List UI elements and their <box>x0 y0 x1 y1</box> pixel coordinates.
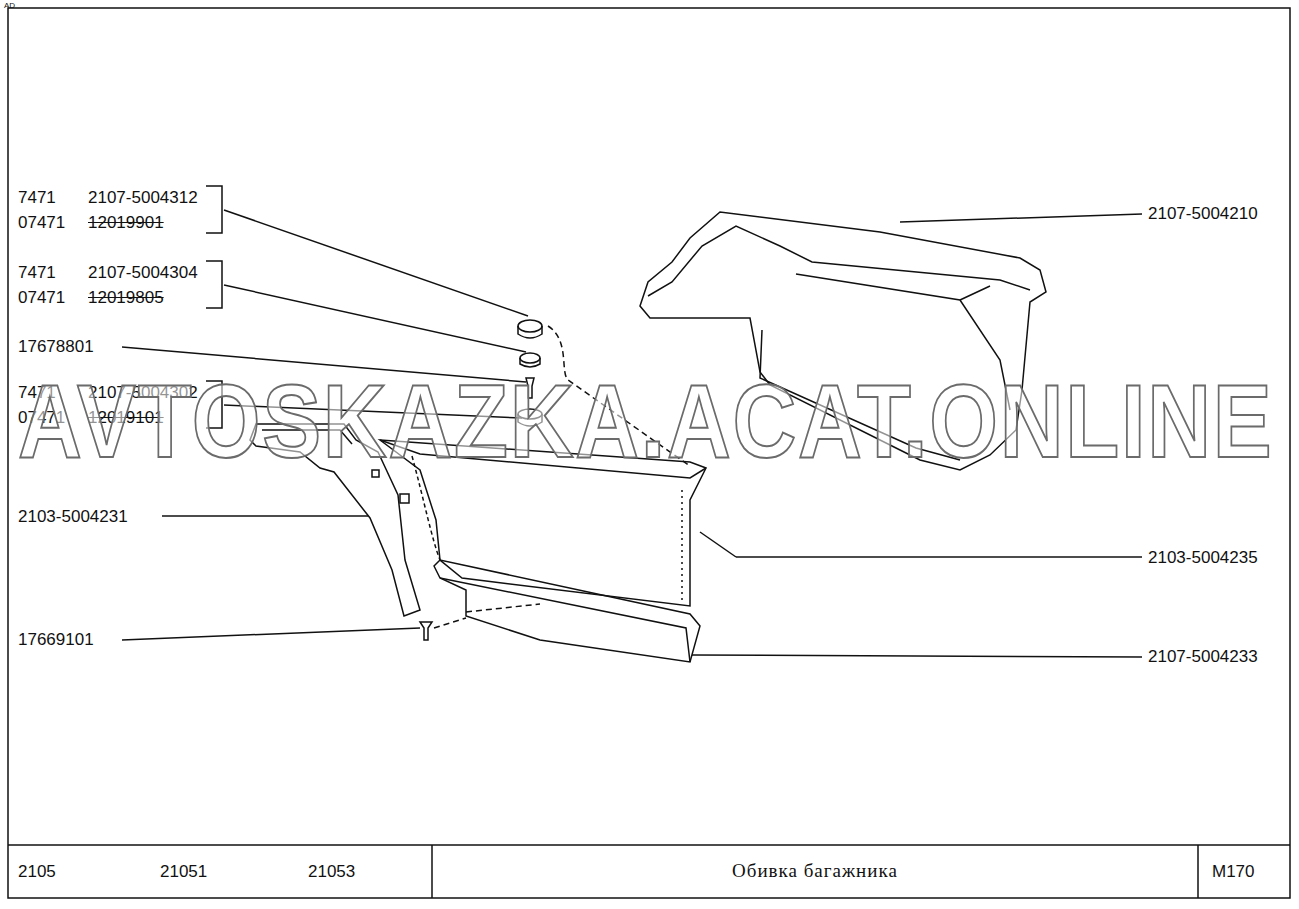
leader-line <box>162 515 368 517</box>
assembly-line <box>466 604 540 612</box>
part-number: 2107-5004233 <box>1148 647 1258 667</box>
part-number: 2103-5004235 <box>1148 548 1258 568</box>
frame-line <box>1197 845 1199 898</box>
floor-trim <box>440 578 690 662</box>
sheet-title: Обивка багажника <box>732 861 898 881</box>
leader-line <box>692 655 1142 657</box>
frame-line <box>431 845 433 898</box>
bracket <box>206 186 222 233</box>
box-trim <box>681 490 683 600</box>
bracket <box>206 261 222 308</box>
screw <box>420 622 432 640</box>
part-number: 2107-5004304 <box>88 263 198 283</box>
floor-trim <box>434 560 700 662</box>
part-number: 17669101 <box>18 630 94 650</box>
plug <box>518 326 542 338</box>
watermark: AVTOSKAZKA.ACAT.ONLINE <box>18 366 1273 476</box>
part-number: 2103-5004231 <box>18 507 128 527</box>
leader-line <box>900 214 1142 222</box>
leader-line <box>736 556 1142 558</box>
frame <box>8 8 1290 898</box>
part-number: 7471 <box>18 188 56 208</box>
part-number: 07471 <box>18 213 65 233</box>
leader-line <box>224 285 526 352</box>
leader-line <box>224 210 528 316</box>
part-number: 2105 <box>18 862 56 882</box>
grommet <box>520 353 540 363</box>
part-number: 2107-5004210 <box>1148 204 1258 224</box>
part-number: 12019805 <box>88 288 164 308</box>
leader-line <box>122 628 420 640</box>
part-number: 21051 <box>160 862 207 882</box>
part-number: 17678801 <box>18 337 94 357</box>
part-number: 21053 <box>308 862 355 882</box>
assembly-line <box>434 618 466 628</box>
frame-line <box>8 844 1290 846</box>
part-number: 12019901 <box>88 213 164 233</box>
plug <box>518 320 542 332</box>
rear-shelf-trim <box>648 226 1030 296</box>
sheet-code: AD <box>4 1 15 10</box>
side-trim <box>400 494 409 503</box>
part-number: 7471 <box>18 263 56 283</box>
leader-line <box>700 532 736 557</box>
part-number: 2107-5004312 <box>88 188 198 208</box>
part-number: 07471 <box>18 288 65 308</box>
part-number: M170 <box>1212 862 1255 882</box>
